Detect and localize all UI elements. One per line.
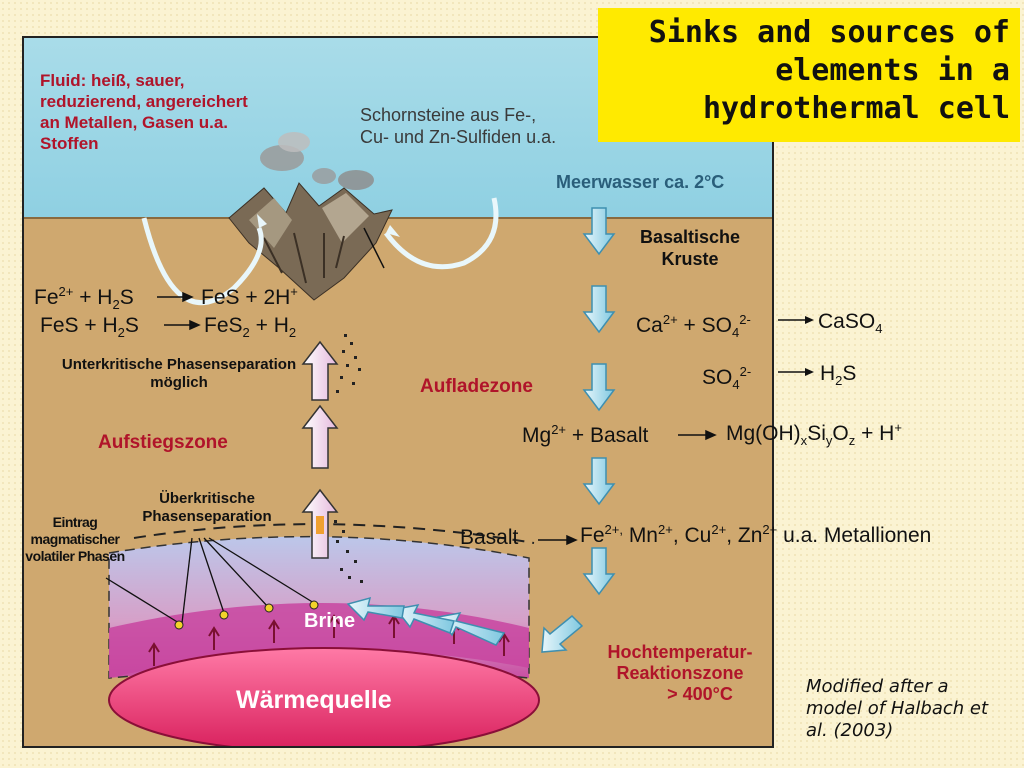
chimney-cluster <box>228 132 393 301</box>
brine-label: Brine <box>304 610 356 632</box>
reaction-3-arrow <box>778 316 814 324</box>
reaction-4-arrow <box>778 368 814 376</box>
reaction-1-left: Fe2+ + H2S <box>34 284 134 313</box>
reaction-zone-line-1: Hochtemperatur- <box>607 642 753 662</box>
upflow-zone-label: Aufstiegszone <box>98 432 228 453</box>
heat-source-body <box>108 647 540 746</box>
reaction-3-left: Ca2+ + SO42- <box>636 312 751 341</box>
reaction-3-right: CaSO4 <box>818 310 883 337</box>
magmatic-input-label: Eintrag magmatischer volatiler Phasen <box>25 514 125 564</box>
heat-source-label: Wärmequelle <box>236 686 392 714</box>
reaction-2-right: FeS2 + H2 <box>204 314 297 341</box>
seawater-label: Meerwasser ca. 2°C <box>556 172 725 192</box>
reaction-6-right: Fe2+, Mn2+, Cu2+, Zn2+ u.a. Metallionen <box>580 522 932 547</box>
source-credit: Modified after a model of Halbach et al.… <box>806 676 989 741</box>
reaction-1-right: FeS + 2H+ <box>201 284 298 309</box>
reaction-zone-label: Hochtemperatur- Reaktionszone > 400°C <box>580 642 772 705</box>
reaction-6-left: Basalt <box>460 526 519 549</box>
downflow-arrows <box>541 207 616 653</box>
reaction-5-left: Mg2+ + Basalt <box>522 422 649 447</box>
subcritical-label: Unterkritische Phasenseparation möglich <box>61 356 297 391</box>
cell-graphics <box>105 132 717 746</box>
reaction-4-left: SO42- <box>702 364 752 393</box>
page-title: Sinks and sources of elements in a hydro… <box>648 15 1010 126</box>
basaltic-crust-label: Basaltische Kruste <box>639 227 741 269</box>
recharge-zone-label: Aufladezone <box>420 376 533 397</box>
chimneys-label: Schornsteine aus Fe-, Cu- und Zn-Sulfide… <box>360 105 557 147</box>
supercritical-label: Überkritische Phasenseparation <box>142 490 272 525</box>
reaction-4-right: H2S <box>820 362 857 389</box>
reaction-zone-line-2: Reaktionszone <box>616 663 744 683</box>
reaction-2-left: FeS + H2S <box>40 314 139 341</box>
title-box: Sinks and sources of elements in a hydro… <box>598 8 1020 142</box>
reaction-zone-line-3: > 400°C <box>667 684 733 704</box>
fluid-label: Fluid: heiß, sauer, reduzierend, angerei… <box>40 71 248 153</box>
reaction-5-right: Mg(OH)xSiyOz + H+ <box>726 420 902 449</box>
reaction-arrows <box>157 291 717 546</box>
diagram-panel: Fluid: heiß, sauer, reduzierend, angerei… <box>22 36 774 748</box>
magmatic-input-lines <box>105 537 315 624</box>
